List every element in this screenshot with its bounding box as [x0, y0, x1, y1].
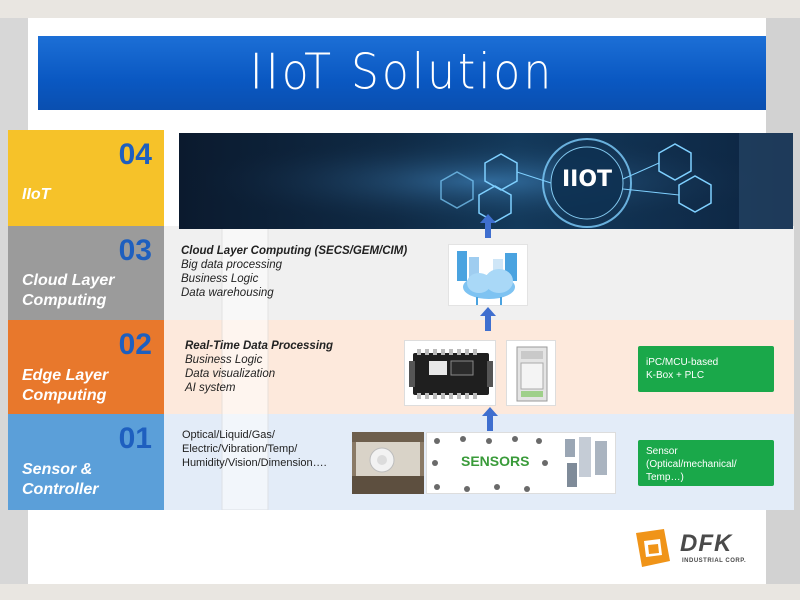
sensor-box-line: Sensor [646, 446, 678, 457]
title-bar: IIoT Solution [38, 36, 766, 110]
level-name: Edge Layer Computing [22, 367, 109, 404]
k-box-picture [404, 340, 496, 406]
edge-box-line: iPC/MCU-based [646, 357, 719, 368]
edge-hardware-box: iPC/MCU-based K-Box + PLC [638, 346, 774, 392]
dfk-logo-mark-icon [636, 529, 670, 567]
iiot-banner-image: IIOT [179, 133, 793, 229]
level-cloud: 03 Cloud Layer Computing [8, 226, 164, 320]
level-name: IIoT [22, 186, 51, 203]
cloud-heading: Cloud Layer Computing (SECS/GEM/CIM) [181, 245, 408, 257]
logo-name: DFK [680, 530, 733, 557]
cloud-line: Big data processing [181, 259, 283, 271]
iiot-hex-graphic [179, 133, 793, 229]
sensor-description: Optical/Liquid/Gas/ Electric/Vibration/T… [182, 428, 327, 470]
edge-box-line: K-Box + PLC [646, 370, 705, 381]
cloud-description: Cloud Layer Computing (SECS/GEM/CIM) Big… [181, 244, 407, 300]
sensor-line: Optical/Liquid/Gas/ [182, 429, 275, 441]
iiot-banner-label: IIOT [561, 167, 613, 192]
up-arrow-icon [482, 407, 498, 431]
ceiling-sensor-photo [352, 432, 424, 494]
edge-line: Data visualization [185, 368, 276, 380]
dfk-logo: DFK INDUSTRIAL CORP. [630, 527, 760, 571]
logo-subtitle: INDUSTRIAL CORP. [682, 558, 747, 564]
sensors-collage: SENSORS [426, 432, 616, 494]
level-sensor: 01 Sensor & Controller [8, 414, 164, 510]
plc-picture [506, 340, 556, 406]
level-name: Cloud Layer Computing [22, 272, 115, 309]
edge-description: Real-Time Data Processing Business Logic… [185, 339, 333, 395]
page-title: IIoT Solution [249, 43, 555, 101]
sensor-line: Humidity/Vision/Dimension…. [182, 457, 327, 469]
level-number: 01 [118, 422, 152, 455]
edge-heading: Real-Time Data Processing [185, 340, 334, 352]
level-number: 03 [118, 234, 152, 267]
edge-line: AI system [185, 382, 236, 394]
sensor-line: Electric/Vibration/Temp/ [182, 443, 298, 455]
edge-line: Business Logic [185, 354, 263, 366]
level-number: 02 [118, 328, 152, 361]
cloud-line: Business Logic [181, 273, 259, 285]
level-iiot: 04 IIoT [8, 130, 164, 226]
cloud-computing-picture [448, 244, 528, 306]
sensors-image-label: SENSORS [461, 453, 530, 469]
level-edge: 02 Edge Layer Computing [8, 320, 164, 414]
up-arrow-icon [480, 214, 496, 238]
sensor-box-line: Temp…) [646, 472, 684, 483]
sensor-box-line: (Optical/mechanical/ [646, 459, 737, 470]
cloud-line: Data warehousing [181, 287, 274, 299]
level-number: 04 [118, 138, 152, 171]
sensor-hardware-box: Sensor (Optical/mechanical/ Temp…) [638, 440, 774, 486]
up-arrow-icon [480, 307, 496, 331]
level-name: Sensor & Controller [22, 461, 99, 498]
